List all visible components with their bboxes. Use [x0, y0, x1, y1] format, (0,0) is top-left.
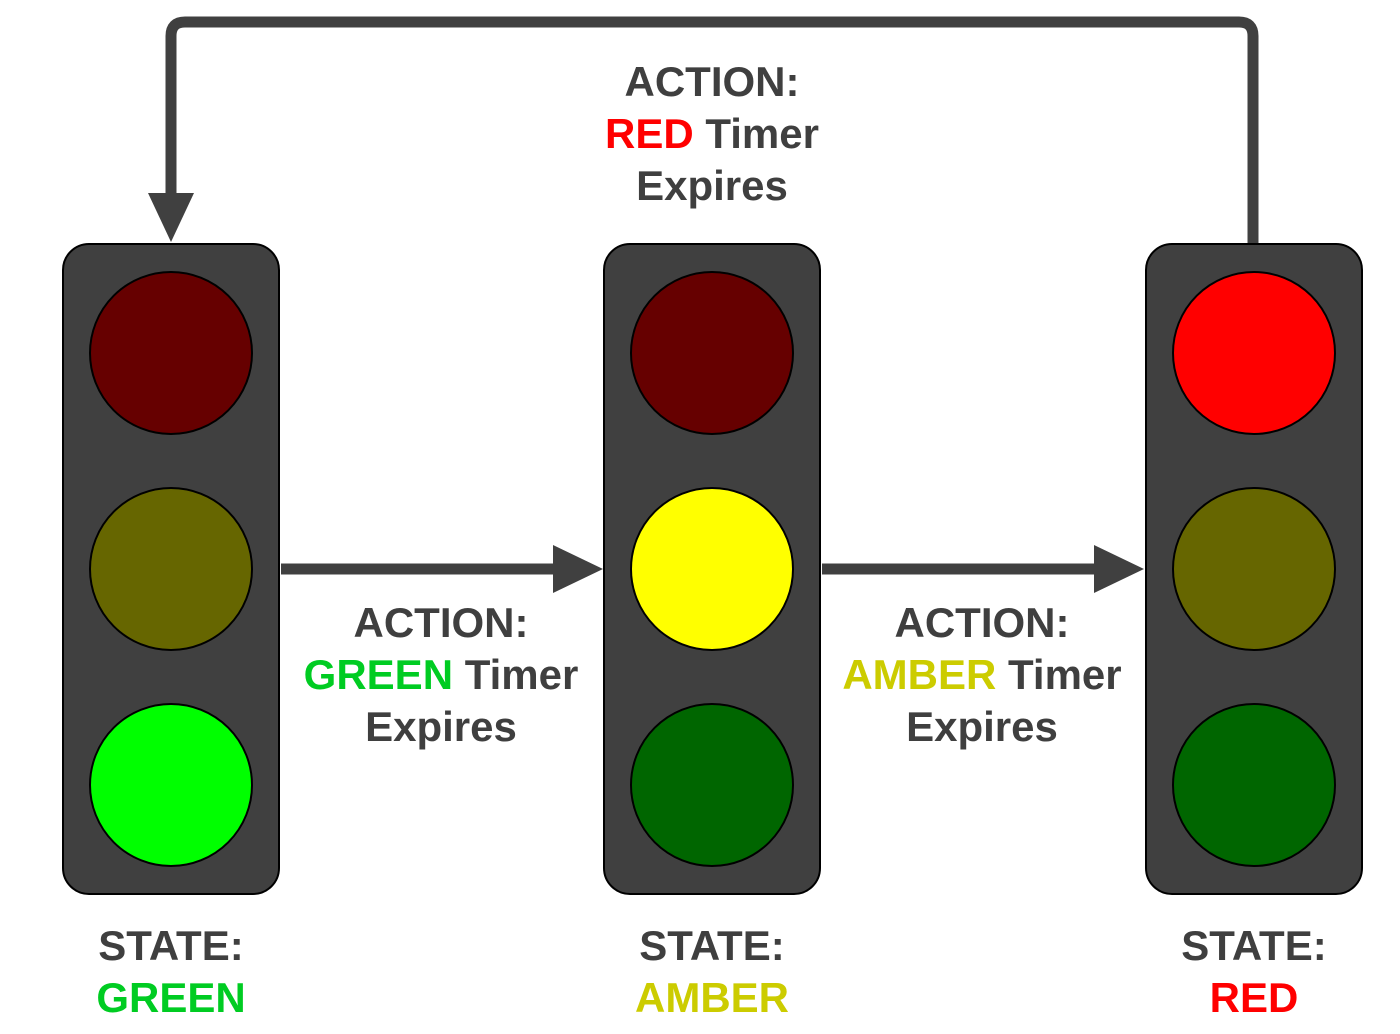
- action-timer-text: Timer: [996, 651, 1122, 698]
- state-prefix: STATE:: [1181, 922, 1327, 969]
- arrow-red-to-green: [165, 16, 1259, 243]
- action-keyword-line: AMBER Timer: [832, 649, 1132, 701]
- state-prefix: STATE:: [98, 922, 244, 969]
- action-keyword: GREEN: [303, 651, 454, 698]
- state-label-amber: STATE: AMBER: [597, 920, 827, 1024]
- red-lamp: [630, 271, 794, 435]
- state-label-green: STATE: GREEN: [56, 920, 286, 1024]
- red-lamp: [89, 271, 253, 435]
- arrowhead-red-to-green: [148, 193, 194, 242]
- action-timer-text: Timer: [453, 651, 579, 698]
- action-prefix: ACTION:: [353, 599, 529, 646]
- traffic-light-green-state: [62, 243, 280, 895]
- transition-arrows: [148, 16, 1259, 593]
- action-keyword-line: RED Timer: [562, 108, 862, 160]
- action-keyword: RED: [605, 110, 694, 157]
- action-timer-text: Timer: [693, 110, 819, 157]
- traffic-light-amber-state: [603, 243, 821, 895]
- red-lamp: [1172, 271, 1336, 435]
- amber-lamp: [1172, 487, 1336, 651]
- amber-lamp: [89, 487, 253, 651]
- state-name: AMBER: [635, 974, 789, 1021]
- action-keyword-line: GREEN Timer: [291, 649, 591, 701]
- state-label-red: STATE: RED: [1139, 920, 1369, 1024]
- action-expires: Expires: [636, 162, 788, 209]
- action-keyword: AMBER: [842, 651, 997, 698]
- arrowhead-amber-to-red: [1094, 545, 1144, 593]
- amber-lamp: [630, 487, 794, 651]
- action-expires: Expires: [365, 703, 517, 750]
- action-prefix: ACTION:: [624, 58, 800, 105]
- action-prefix: ACTION:: [894, 599, 1070, 646]
- arrowhead-green-to-amber: [553, 545, 603, 593]
- green-lamp: [630, 703, 794, 867]
- action-expires: Expires: [906, 703, 1058, 750]
- green-lamp: [89, 703, 253, 867]
- action-label-amber-timer: ACTION: AMBER Timer Expires: [832, 597, 1132, 753]
- green-lamp: [1172, 703, 1336, 867]
- action-label-green-timer: ACTION: GREEN Timer Expires: [291, 597, 591, 753]
- action-label-red-timer: ACTION: RED Timer Expires: [562, 56, 862, 212]
- state-name: RED: [1209, 974, 1299, 1021]
- state-name: GREEN: [96, 974, 246, 1021]
- state-prefix: STATE:: [639, 922, 785, 969]
- traffic-light-red-state: [1145, 243, 1363, 895]
